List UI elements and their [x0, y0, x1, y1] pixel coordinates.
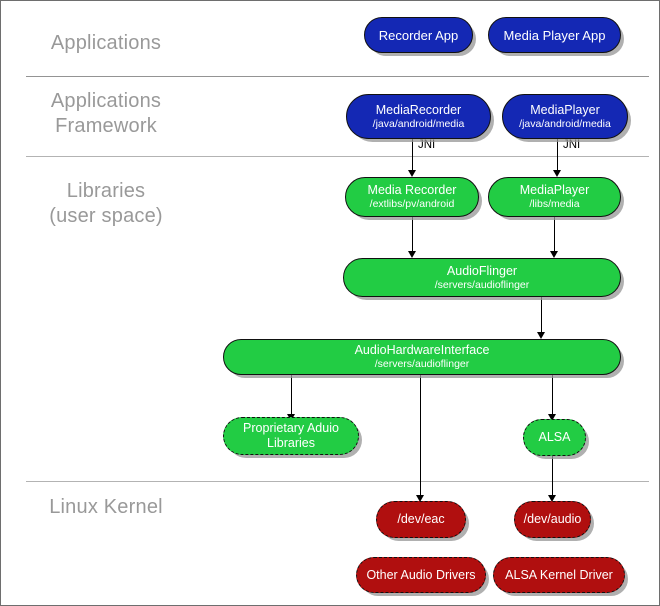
arrowhead-audiohardware-to-alsa — [547, 414, 556, 421]
node-mediaplayer-framework-path: /java/android/media — [519, 117, 611, 130]
node-media-recorder-library-title: Media Recorder — [367, 183, 457, 197]
node-dev-audio-title: /dev/audio — [523, 512, 582, 526]
arrowhead-jni-right — [552, 170, 561, 177]
node-mediaplayer-library-path: /libs/media — [529, 198, 580, 210]
node-proprietary-audio-libraries-title: Proprietary Aduio — [243, 421, 339, 435]
node-alsa-kernel-driver[interactable]: ALSA Kernel Driver — [493, 557, 625, 593]
node-audiohardwareinterface[interactable]: AudioHardwareInterface /servers/audiofli… — [223, 339, 621, 375]
node-media-recorder-library-path: /extlibs/pv/android — [369, 198, 455, 210]
node-alsa[interactable]: ALSA — [523, 419, 586, 456]
edge-label-jni-left: JNI — [418, 139, 436, 151]
node-audiohardwareinterface-path: /servers/audioflinger — [374, 358, 470, 370]
connector-mediarecorder-to-audioflinger — [412, 217, 413, 253]
connector-audiohardware-to-proprietary — [291, 375, 292, 417]
node-mediaplayer-framework-title: MediaPlayer — [530, 102, 600, 117]
arrowhead-mediarecorder-to-audioflinger — [407, 251, 416, 258]
node-other-audio-drivers[interactable]: Other Audio Drivers — [356, 557, 486, 593]
node-audioflinger-path: /servers/audioflinger — [434, 278, 530, 291]
layer-label-applications-framework: Applications Framework — [50, 90, 162, 137]
node-mediarecorder-framework-title: MediaRecorder — [375, 102, 462, 117]
node-mediarecorder-framework[interactable]: MediaRecorder /java/android/media — [346, 94, 491, 139]
divider-libraries — [26, 481, 649, 482]
arrowhead-mediaplayer-to-audioflinger — [549, 251, 558, 258]
divider-applications-framework — [26, 156, 649, 157]
node-mediarecorder-framework-path: /java/android/media — [372, 117, 465, 130]
arrowhead-jni-left — [407, 170, 416, 177]
node-audioflinger[interactable]: AudioFlinger /servers/audioflinger — [343, 258, 621, 297]
node-mediaplayer-framework[interactable]: MediaPlayer /java/android/media — [502, 94, 628, 139]
node-audioflinger-title: AudioFlinger — [446, 263, 518, 278]
arrowhead-alsa-to-dev-audio — [547, 495, 556, 502]
connector-mediaplayer-to-audioflinger — [554, 217, 555, 253]
node-dev-eac[interactable]: /dev/eac — [376, 501, 466, 538]
node-dev-audio[interactable]: /dev/audio — [514, 501, 591, 538]
node-alsa-kernel-driver-title: ALSA Kernel Driver — [505, 567, 613, 582]
node-recorder-app[interactable]: Recorder App — [364, 17, 473, 53]
node-audiohardwareinterface-title: AudioHardwareInterface — [354, 343, 490, 357]
connector-alsa-to-dev-audio — [552, 456, 553, 497]
arrowhead-audiohardware-to-dev-eac — [415, 495, 424, 502]
node-proprietary-audio-libraries[interactable]: Proprietary Aduio Libraries — [223, 417, 359, 455]
layer-label-applications: Applications — [50, 32, 162, 54]
node-other-audio-drivers-title: Other Audio Drivers — [366, 567, 476, 582]
node-alsa-title: ALSA — [538, 430, 571, 444]
layer-label-libraries: Libraries (user space) — [49, 180, 163, 227]
node-media-player-app-title: Media Player App — [503, 27, 606, 43]
connector-audiohardware-to-alsa — [552, 375, 553, 417]
node-mediaplayer-library[interactable]: MediaPlayer /libs/media — [488, 177, 621, 217]
node-dev-eac-title: /dev/eac — [397, 512, 445, 526]
arrowhead-audioflinger-to-audiohardware — [536, 332, 545, 339]
connector-audioflinger-to-audiohardware — [541, 297, 542, 335]
node-proprietary-audio-libraries-title-2: Libraries — [267, 436, 315, 450]
connector-jni-right — [557, 139, 558, 173]
connector-jni-left — [412, 139, 413, 173]
node-mediaplayer-library-title: MediaPlayer — [519, 183, 590, 197]
layer-label-linux-kernel: Linux Kernel — [49, 496, 163, 518]
node-media-recorder-library[interactable]: Media Recorder /extlibs/pv/android — [345, 177, 479, 217]
divider-applications — [26, 76, 649, 77]
node-media-player-app[interactable]: Media Player App — [488, 17, 621, 53]
node-recorder-app-title: Recorder App — [378, 27, 459, 43]
edge-label-jni-right: JNI — [563, 139, 581, 151]
connector-audiohardware-to-dev-eac — [420, 375, 421, 497]
